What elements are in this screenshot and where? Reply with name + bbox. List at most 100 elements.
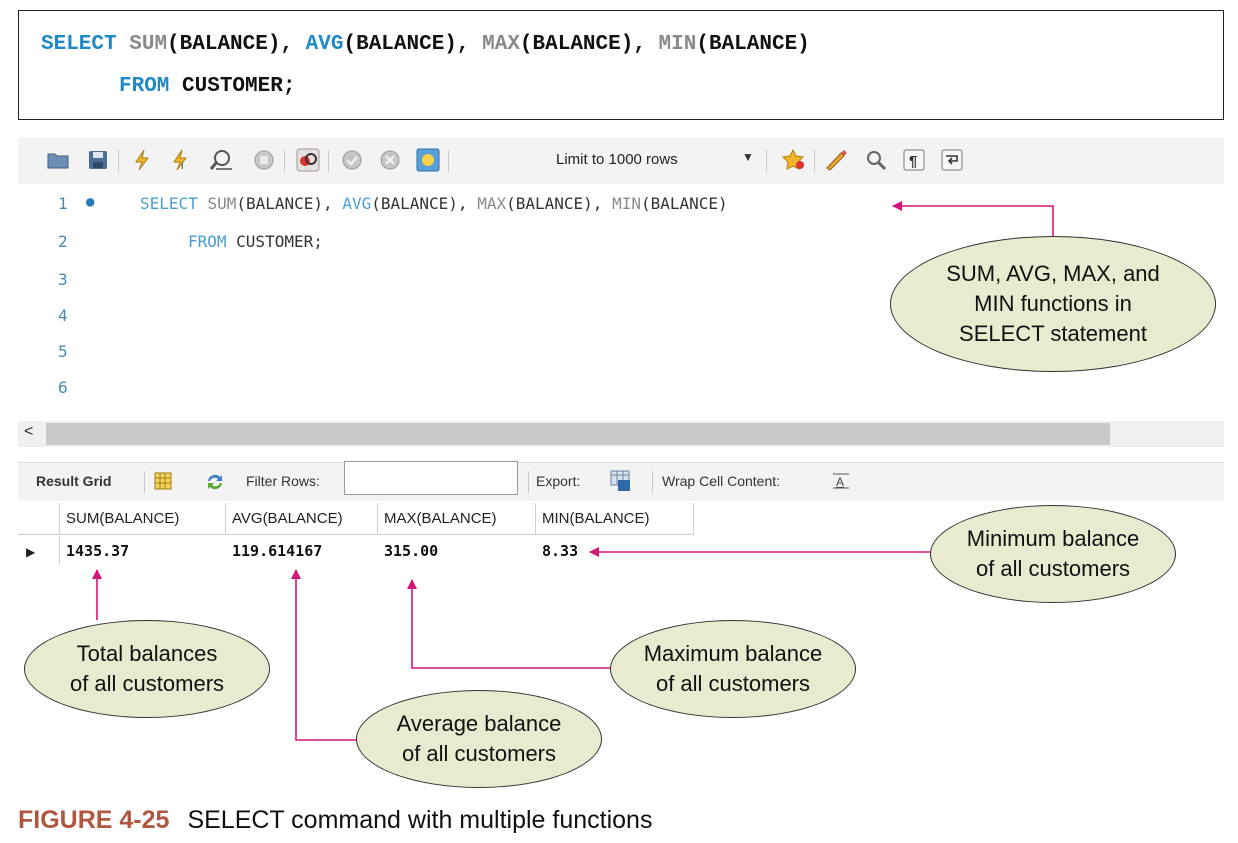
code-text: CUSTOMER; <box>169 75 296 98</box>
explain-icon[interactable] <box>210 148 234 172</box>
arrow-average <box>291 569 358 741</box>
max-function: MAX <box>477 194 507 213</box>
code-text: (BALANCE), <box>167 33 306 56</box>
column-header-min[interactable]: MIN(BALANCE) <box>536 503 694 535</box>
rollback-icon[interactable] <box>378 148 402 172</box>
select-keyword: SELECT <box>41 33 117 56</box>
svg-text:¶: ¶ <box>909 153 917 170</box>
code-line-2: FROM CUSTOMER; <box>119 75 295 98</box>
folder-icon[interactable] <box>46 148 70 172</box>
code-text: (BALANCE), <box>236 194 343 213</box>
figure-label: FIGURE 4-25 <box>18 806 170 834</box>
from-keyword: FROM <box>119 75 170 98</box>
cell-sum-balance[interactable]: 1435.37 <box>66 542 130 560</box>
toolbar-separator <box>144 471 145 493</box>
cell-min-balance[interactable]: 8.33 <box>542 542 579 560</box>
avg-function: AVG <box>305 33 344 56</box>
from-keyword: FROM <box>188 232 227 251</box>
arrow-functions <box>892 201 1054 236</box>
toolbar-separator <box>652 471 653 493</box>
export-icon[interactable] <box>610 470 632 495</box>
editor-toolbar: I Limit to 1000 rows ▼ ¶ <box>18 138 1224 184</box>
editor-line-2: FROM CUSTOMER; <box>188 232 323 251</box>
code-text: (BALANCE), <box>506 194 613 213</box>
wrap-cell-icon[interactable]: A <box>832 472 850 493</box>
line-number: 6 <box>58 378 68 397</box>
horizontal-scrollbar[interactable]: < <box>18 421 1224 447</box>
filter-rows-label: Filter Rows: <box>246 473 320 489</box>
toolbar-separator <box>528 471 529 493</box>
code-text: (BALANCE) <box>640 194 728 213</box>
select-keyword: SELECT <box>140 194 198 213</box>
wrap-icon[interactable] <box>940 148 964 172</box>
code-line-1: SELECT SUM(BALANCE), AVG(BALANCE), MAX(B… <box>41 33 810 56</box>
commit-icon[interactable] <box>340 148 364 172</box>
autocommit-icon[interactable] <box>416 148 440 172</box>
callout-maximum: Maximum balance of all customers <box>610 620 856 718</box>
toolbar-separator <box>328 150 329 172</box>
statement-marker-icon: ● <box>86 194 95 210</box>
toolbar-separator <box>118 150 119 172</box>
execute-icon[interactable] <box>130 148 154 172</box>
chevron-down-icon[interactable]: ▼ <box>742 150 754 164</box>
wrap-cell-label: Wrap Cell Content: <box>662 473 781 489</box>
scrollbar-thumb[interactable] <box>46 423 1110 445</box>
caption-text: SELECT command with multiple functions <box>187 806 653 834</box>
grid-layout-icon[interactable] <box>154 472 172 493</box>
column-header-max[interactable]: MAX(BALANCE) <box>378 503 536 535</box>
code-text: (BALANCE), <box>371 194 478 213</box>
code-text: CUSTOMER; <box>226 232 323 251</box>
column-header-avg[interactable]: AVG(BALANCE) <box>226 503 378 535</box>
bookmark-icon[interactable] <box>782 148 806 172</box>
find-icon[interactable] <box>864 148 888 172</box>
svg-text:I: I <box>181 161 184 171</box>
arrow-maximum <box>407 579 612 669</box>
callout-minimum: Minimum balance of all customers <box>930 505 1176 603</box>
row-selector-header <box>18 503 60 535</box>
min-function: MIN <box>612 194 641 213</box>
refresh-icon[interactable] <box>204 472 226 495</box>
sum-function: SUM <box>129 33 168 56</box>
line-number: 1 <box>58 194 68 213</box>
svg-text:A: A <box>836 475 844 489</box>
sum-function: SUM <box>207 194 237 213</box>
line-number: 5 <box>58 342 68 361</box>
row-pointer-icon: ▶ <box>26 545 36 559</box>
callout-average: Average balance of all customers <box>356 690 602 788</box>
toolbar-separator <box>766 150 767 172</box>
callout-functions: SUM, AVG, MAX, and MIN functions in SELE… <box>890 236 1216 372</box>
beautify-icon[interactable] <box>824 148 848 172</box>
min-function: MIN <box>658 33 697 56</box>
row-selector[interactable] <box>18 537 60 565</box>
line-number: 3 <box>58 270 68 289</box>
export-label: Export: <box>536 473 581 489</box>
line-number: 2 <box>58 232 68 251</box>
execute-current-icon[interactable]: I <box>168 148 192 172</box>
stop-icon[interactable] <box>252 148 276 172</box>
result-toolbar: Result Grid Filter Rows: Export: Wrap Ce… <box>18 461 1224 501</box>
toolbar-separator <box>284 150 285 172</box>
code-text: (BALANCE) <box>696 33 810 56</box>
filter-rows-input[interactable] <box>344 461 518 495</box>
sql-code-box: SELECT SUM(BALANCE), AVG(BALANCE), MAX(B… <box>18 10 1224 120</box>
save-icon[interactable] <box>86 148 110 172</box>
cell-avg-balance[interactable]: 119.614167 <box>232 542 323 560</box>
editor-line-1: SELECT SUM(BALANCE), AVG(BALANCE), MAX(B… <box>140 194 728 213</box>
scroll-left-icon[interactable]: < <box>24 423 34 440</box>
result-grid-tab[interactable]: Result Grid <box>36 473 112 489</box>
line-number: 4 <box>58 306 68 325</box>
figure-caption: FIGURE 4-25 SELECT command with multiple … <box>18 806 652 835</box>
invisible-chars-icon[interactable]: ¶ <box>902 148 926 172</box>
toolbar-separator <box>448 150 449 172</box>
toggle-error-icon[interactable] <box>296 148 320 172</box>
code-text: (BALANCE), <box>343 33 483 56</box>
callout-total: Total balances of all customers <box>24 620 270 718</box>
column-header-sum[interactable]: SUM(BALANCE) <box>60 503 226 535</box>
limit-rows-select[interactable]: Limit to 1000 rows <box>556 151 678 168</box>
cell-max-balance[interactable]: 315.00 <box>384 542 439 560</box>
avg-function: AVG <box>342 194 372 213</box>
toolbar-separator <box>814 150 815 172</box>
max-function: MAX <box>482 33 520 56</box>
code-text: (BALANCE), <box>519 33 659 56</box>
